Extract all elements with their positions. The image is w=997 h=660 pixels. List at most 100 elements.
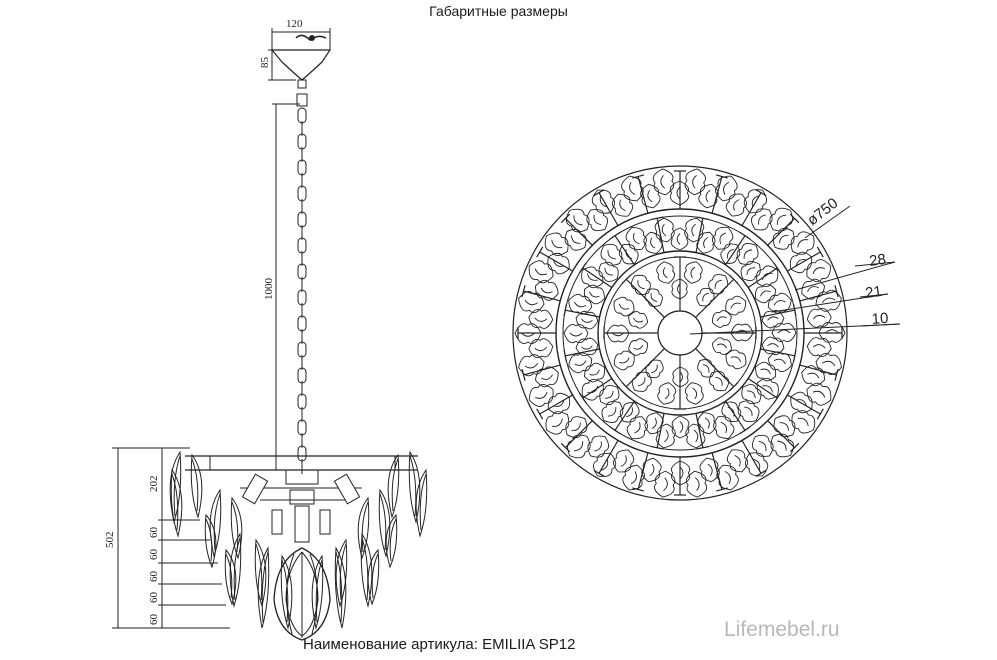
top-petal xyxy=(600,243,623,266)
glass-petal xyxy=(280,554,293,630)
spoke-tick xyxy=(834,368,839,381)
step-label-3: 60 xyxy=(148,571,160,583)
top-petal xyxy=(806,307,832,328)
spoke-tick xyxy=(729,274,739,284)
spoke-tick xyxy=(593,469,605,477)
glass-petal-detail xyxy=(261,551,269,623)
spoke xyxy=(614,235,635,266)
top-petal xyxy=(740,261,761,281)
top-petal xyxy=(726,449,749,473)
top-petal xyxy=(737,400,760,423)
top-petal xyxy=(761,309,785,329)
top-petal xyxy=(713,416,735,439)
top-petal xyxy=(725,295,747,316)
ring-28-inner xyxy=(562,215,798,451)
top-petal xyxy=(773,415,796,438)
spoke xyxy=(598,440,619,474)
spoke-tick xyxy=(816,408,824,420)
chain-length-dimension xyxy=(272,103,300,470)
glass-petal-detail xyxy=(379,493,387,551)
top-petal xyxy=(684,168,706,196)
spoke-tick xyxy=(632,174,645,179)
spoke-tick xyxy=(563,304,568,317)
top-petal xyxy=(611,193,634,217)
spoke xyxy=(741,440,762,474)
top-view-petals xyxy=(514,168,846,498)
spoke xyxy=(799,364,837,376)
glass-petal xyxy=(385,513,398,569)
top-petal xyxy=(696,231,716,254)
glass-petal-detail xyxy=(335,551,343,623)
spoke xyxy=(787,251,821,272)
chain-link xyxy=(297,107,307,124)
top-petal xyxy=(599,385,620,405)
top-petal xyxy=(565,416,588,439)
spoke-tick xyxy=(609,231,621,240)
top-petal xyxy=(761,336,785,356)
top-petal xyxy=(818,322,846,343)
top-petal xyxy=(756,265,779,288)
spoke xyxy=(625,348,665,388)
top-petal xyxy=(709,371,730,392)
top-petal xyxy=(806,337,832,357)
spoke-tick xyxy=(609,426,621,435)
chain-link xyxy=(297,315,307,332)
spoke xyxy=(725,400,746,431)
top-petal xyxy=(564,228,587,251)
top-petal xyxy=(528,309,554,329)
leader-lines xyxy=(689,205,901,335)
spoke xyxy=(767,218,795,246)
top-petal xyxy=(801,365,826,387)
spoke-tick xyxy=(651,216,664,221)
top-petal xyxy=(657,382,677,405)
top-petal xyxy=(584,362,606,383)
glass-petal xyxy=(204,513,217,569)
spoke-tick xyxy=(739,231,751,240)
top-petal xyxy=(644,412,664,435)
spoke xyxy=(747,267,778,288)
top-petal xyxy=(712,226,734,250)
glass-petal xyxy=(209,488,222,558)
top-petal xyxy=(581,378,604,401)
spoke xyxy=(747,378,778,399)
top-petal xyxy=(671,415,690,439)
chain xyxy=(297,107,307,474)
glass-petal xyxy=(408,450,421,524)
glass-petal-detail xyxy=(361,501,369,553)
top-petal xyxy=(752,434,774,457)
glass-petal xyxy=(170,468,183,538)
glass-petal-detail xyxy=(409,455,417,517)
spoke xyxy=(787,394,821,415)
top-petal xyxy=(563,324,589,344)
chain-link xyxy=(297,237,307,254)
spoke-tick xyxy=(696,216,709,221)
top-petal xyxy=(628,311,649,329)
top-petal xyxy=(514,323,542,344)
top-tier-height-label: 202 xyxy=(148,476,160,493)
step-label-2: 60 xyxy=(148,549,160,561)
glass-petal xyxy=(229,532,242,608)
central-glass-shade xyxy=(273,547,331,641)
ring-28 xyxy=(555,208,805,458)
chain-link xyxy=(297,159,307,176)
top-petal xyxy=(640,183,661,209)
top-petal xyxy=(626,416,648,440)
glass-petals xyxy=(169,450,428,630)
top-petal xyxy=(655,423,676,449)
glass-petal-detail xyxy=(255,543,263,601)
top-petal xyxy=(698,183,719,209)
chain-link xyxy=(297,341,307,358)
ring-label-10: 10 xyxy=(871,310,889,328)
top-petal xyxy=(725,349,747,370)
spoke xyxy=(637,176,649,214)
top-petal xyxy=(644,288,663,307)
chain-link xyxy=(297,367,307,384)
top-petal xyxy=(736,243,759,265)
glass-petal xyxy=(367,548,380,606)
spoke xyxy=(539,394,573,415)
spoke-tick xyxy=(632,487,645,492)
top-petal xyxy=(601,401,624,423)
top-petal xyxy=(613,296,635,317)
spoke xyxy=(695,348,735,388)
spoke xyxy=(767,420,795,448)
